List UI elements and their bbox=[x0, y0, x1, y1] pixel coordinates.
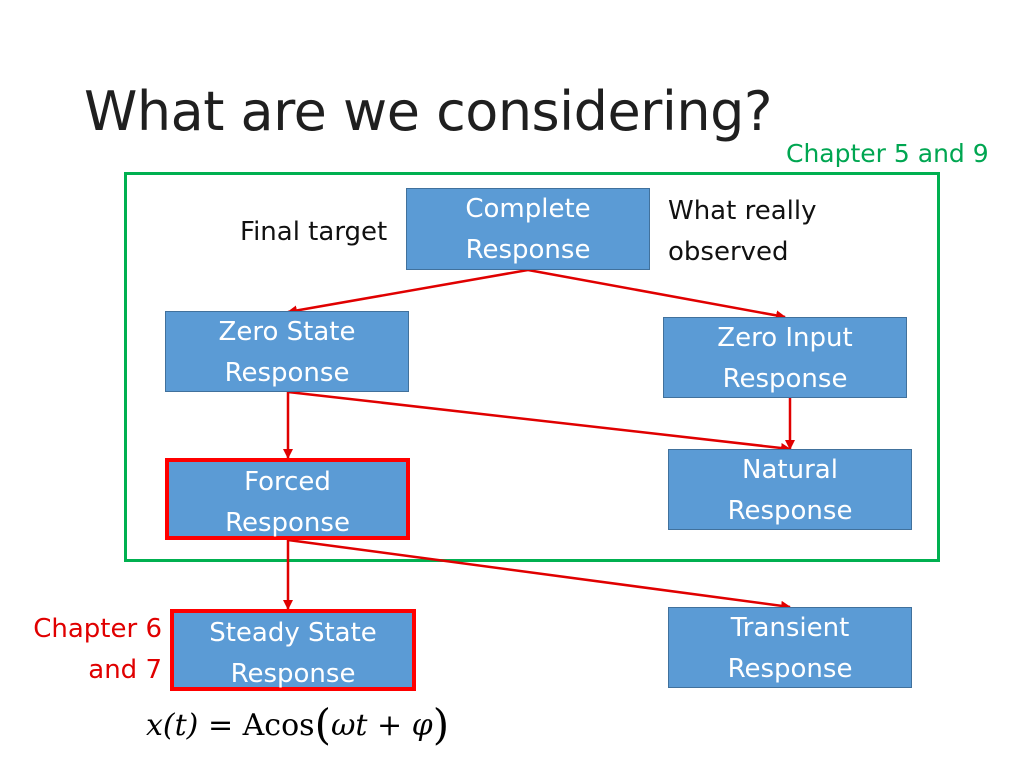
forced-response-box: Forced Response bbox=[165, 458, 410, 540]
formula-open-paren: ( bbox=[314, 700, 331, 749]
transient-line-2: Response bbox=[727, 654, 853, 684]
arrow-forced-to-transient bbox=[287, 538, 791, 611]
zero-input-line-1: Zero Input bbox=[717, 323, 853, 353]
zero-state-line-2: Response bbox=[224, 358, 350, 388]
arrow-zero-state-to-natural bbox=[287, 390, 791, 453]
steady-state-line-2: Response bbox=[230, 659, 356, 689]
final-target-text: Final target bbox=[240, 217, 388, 247]
sinusoid-formula: x(t) = Acos(ωt + φ) bbox=[146, 700, 449, 749]
really-observed-line-2: observed bbox=[668, 237, 789, 267]
complete-response-line-1: Complete bbox=[465, 194, 591, 224]
forced-line-1: Forced bbox=[244, 467, 331, 497]
zero-state-response-box: Zero State Response bbox=[165, 311, 409, 392]
formula-amplitude: A bbox=[242, 708, 265, 743]
final-target-label: Final target bbox=[240, 212, 387, 253]
natural-response-box: Natural Response bbox=[668, 449, 912, 530]
formula-func: cos bbox=[264, 708, 315, 743]
chapter-5-9-frame bbox=[124, 172, 940, 562]
chapter-5-9-label: Chapter 5 and 9 bbox=[786, 133, 989, 174]
transient-line-1: Transient bbox=[730, 613, 850, 643]
chapter-5-9-text: Chapter 5 and 9 bbox=[786, 139, 989, 168]
formula-close-paren: ) bbox=[432, 700, 450, 749]
natural-line-1: Natural bbox=[742, 455, 838, 485]
really-observed-label: What really observed bbox=[668, 191, 816, 273]
formula-lhs: x(t) bbox=[146, 708, 199, 743]
complete-response-line-2: Response bbox=[465, 235, 591, 265]
formula-equals: = bbox=[207, 708, 234, 743]
forced-line-2: Response bbox=[225, 508, 350, 538]
zero-state-line-1: Zero State bbox=[218, 317, 356, 347]
steady-state-response-box: Steady State Response bbox=[170, 609, 416, 691]
formula-argument: ωt + φ bbox=[330, 708, 433, 743]
natural-line-2: Response bbox=[727, 496, 853, 526]
chapter-6-7-line-1: Chapter 6 bbox=[33, 614, 162, 644]
chapter-6-7-label: Chapter 6 and 7 bbox=[26, 609, 162, 691]
slide-title: What are we considering? bbox=[84, 80, 773, 143]
zero-input-line-2: Response bbox=[722, 364, 848, 394]
transient-response-box: Transient Response bbox=[668, 607, 912, 688]
arrow-complete-to-zero-input bbox=[527, 268, 786, 321]
steady-state-line-1: Steady State bbox=[209, 618, 377, 648]
arrow-complete-to-zero-state bbox=[287, 268, 529, 316]
really-observed-line-1: What really bbox=[668, 196, 817, 226]
zero-input-response-box: Zero Input Response bbox=[663, 317, 907, 398]
chapter-6-7-line-2: and 7 bbox=[88, 655, 162, 685]
complete-response-box: Complete Response bbox=[406, 188, 650, 270]
